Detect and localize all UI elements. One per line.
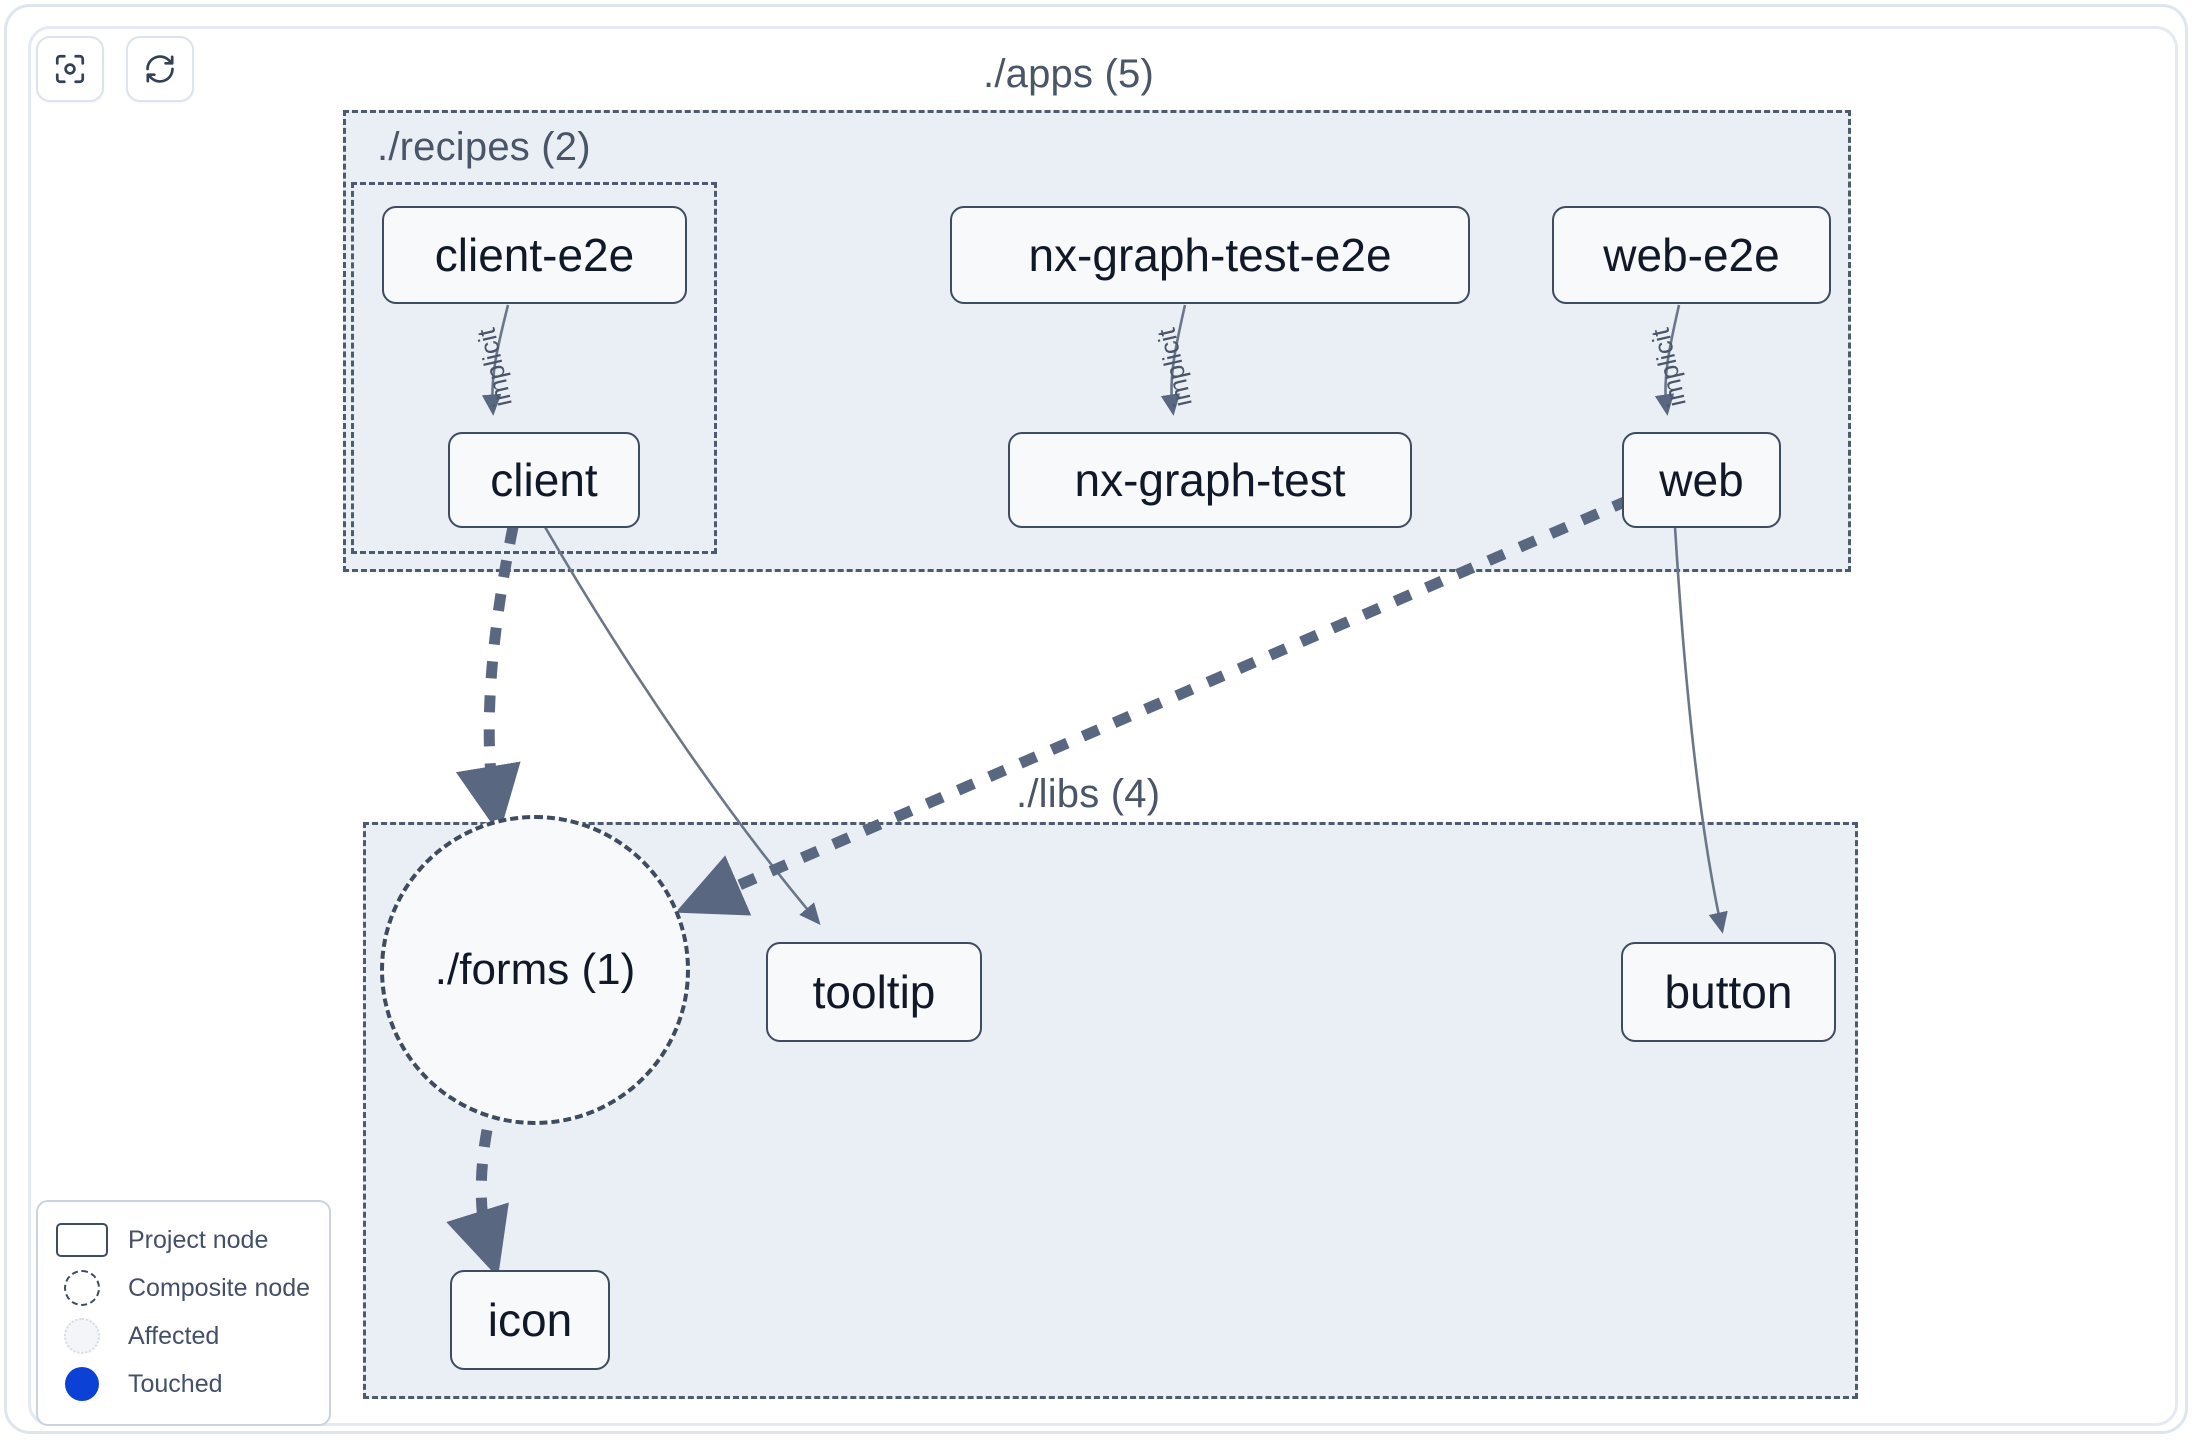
- legend-item-affected: Affected: [54, 1312, 313, 1360]
- legend-label-affected: Affected: [128, 1321, 220, 1350]
- refresh-icon: [143, 52, 177, 86]
- touched-swatch: [54, 1367, 110, 1401]
- refresh-graph-button[interactable]: [126, 36, 194, 102]
- graph-legend: Project node Composite node Affected Tou…: [36, 1200, 331, 1426]
- legend-item-touched: Touched: [54, 1360, 313, 1408]
- legend-label-touched: Touched: [128, 1369, 223, 1398]
- group-label-recipes: ./recipes (2): [377, 125, 591, 169]
- graph-toolbar: [36, 36, 194, 102]
- node-button[interactable]: button: [1621, 942, 1836, 1042]
- group-label-libs: ./libs (4): [1008, 772, 1169, 817]
- focus-target-icon: [53, 52, 87, 86]
- node-nx-graph-test[interactable]: nx-graph-test: [1008, 432, 1412, 528]
- node-web[interactable]: web: [1622, 432, 1781, 528]
- focus-graph-button[interactable]: [36, 36, 104, 102]
- node-web-e2e[interactable]: web-e2e: [1552, 206, 1831, 304]
- affected-swatch: [54, 1318, 110, 1354]
- node-icon[interactable]: icon: [450, 1270, 610, 1370]
- node-client-e2e[interactable]: client-e2e: [382, 206, 687, 304]
- legend-item-composite-node: Composite node: [54, 1264, 313, 1312]
- legend-item-project-node: Project node: [54, 1216, 313, 1264]
- composite-node-swatch: [54, 1270, 110, 1306]
- group-label-apps: ./apps (5): [975, 52, 1162, 97]
- node-forms-composite[interactable]: ./forms (1): [380, 815, 690, 1125]
- legend-label-composite-node: Composite node: [128, 1273, 311, 1302]
- node-client[interactable]: client: [448, 432, 640, 528]
- legend-label-project-node: Project node: [128, 1225, 269, 1254]
- project-node-swatch: [54, 1223, 110, 1257]
- node-tooltip[interactable]: tooltip: [766, 942, 982, 1042]
- node-nx-graph-test-e2e[interactable]: nx-graph-test-e2e: [950, 206, 1470, 304]
